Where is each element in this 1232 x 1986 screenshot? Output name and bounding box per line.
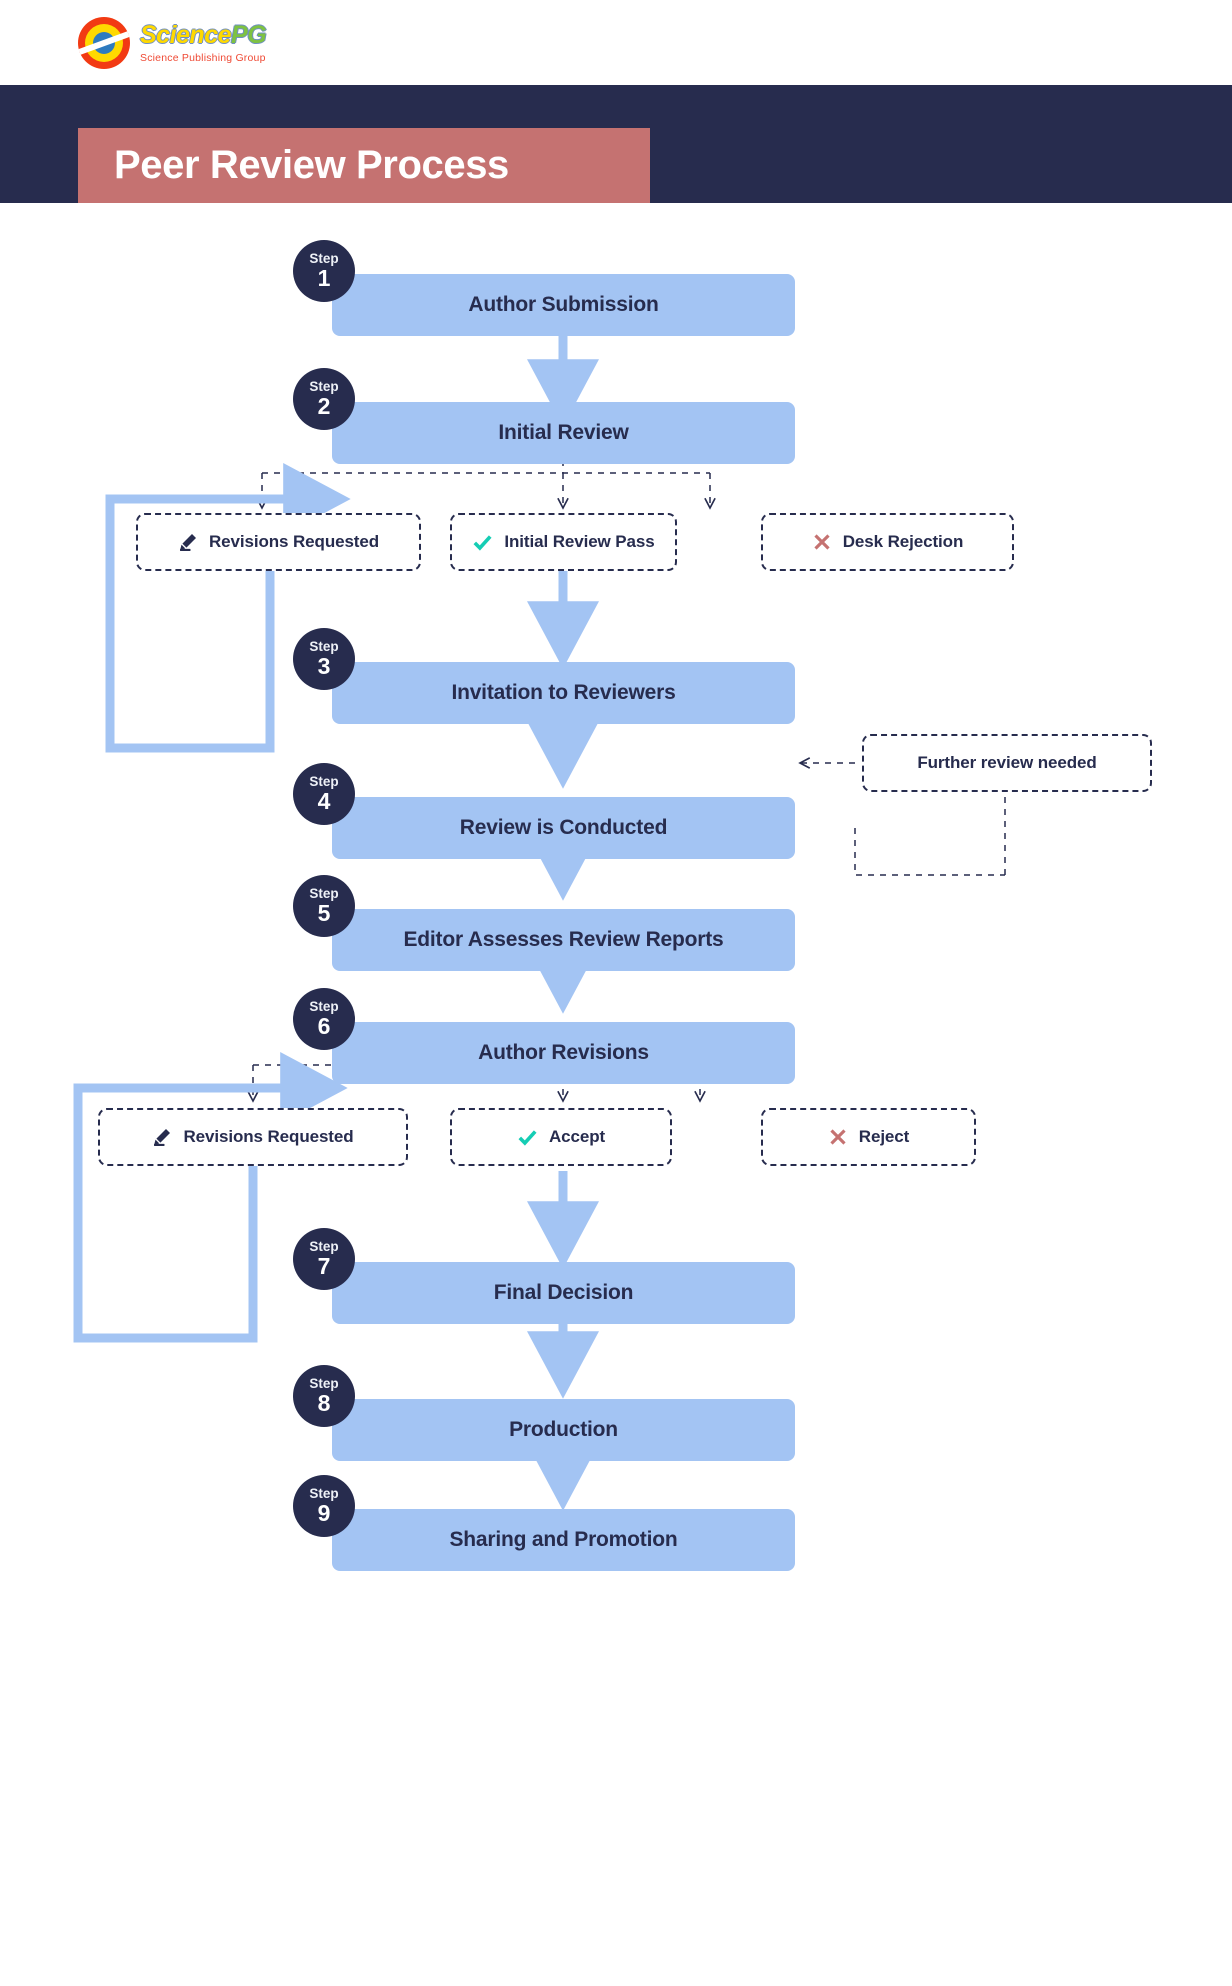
step-box-editor-assesses-review-reports[interactable]: Editor Assesses Review Reports	[332, 909, 795, 971]
cross-icon	[812, 532, 832, 552]
step-box-initial-review[interactable]: Initial Review	[332, 402, 795, 464]
step-box-review-is-conducted[interactable]: Review is Conducted	[332, 797, 795, 859]
logo-bar: SciencePG Science Publishing Group	[0, 0, 1232, 85]
cross-icon	[828, 1127, 848, 1147]
step-box-sharing-and-promotion[interactable]: Sharing and Promotion	[332, 1509, 795, 1571]
badge-number: 1	[317, 264, 331, 291]
sciencepg-target-logo-icon	[78, 17, 130, 69]
logo-subtitle: Science Publishing Group	[140, 51, 266, 64]
badge-number: 7	[317, 1252, 331, 1279]
badge-number: 3	[317, 652, 331, 679]
step-label: Author Revisions	[478, 1041, 649, 1064]
step-badge-5: Step 5	[293, 875, 355, 937]
badge-number: 2	[317, 392, 331, 419]
badge-word: Step	[309, 1486, 339, 1502]
connector-wires	[73, 336, 1006, 1511]
step-label: Final Decision	[493, 1281, 634, 1304]
badge-number: 4	[317, 787, 331, 814]
outcome-label: Accept	[548, 1127, 606, 1146]
step-badge-6: Step 6	[293, 988, 355, 1050]
outcome-label: Desk Rejection	[842, 532, 964, 551]
pencil-icon	[178, 532, 198, 552]
step-box-author-revisions[interactable]: Author Revisions	[332, 1022, 795, 1084]
note-box-further-review-needed[interactable]: Further review needed	[862, 734, 1152, 792]
step-badge-4: Step 4	[293, 763, 355, 825]
pencil-icon	[152, 1127, 172, 1147]
outcome-box-initial-review-pass[interactable]: Initial Review Pass	[450, 513, 677, 571]
badge-word: Step	[309, 886, 339, 902]
note-label: Further review needed	[917, 753, 1097, 772]
step-box-invitation-to-reviewers[interactable]: Invitation to Reviewers	[332, 662, 795, 724]
logo-title-pg: PG	[231, 20, 267, 49]
outcome-box-revisions-requested-2[interactable]: Revisions Requested	[98, 1108, 408, 1166]
badge-number: 8	[317, 1389, 331, 1416]
badge-word: Step	[309, 1239, 339, 1255]
page-title: Peer Review Process	[114, 143, 509, 187]
step-badge-1: Step 1	[293, 240, 355, 302]
brand-logo[interactable]: SciencePG Science Publishing Group	[78, 17, 267, 69]
logo-title-science: Science	[140, 20, 232, 49]
logo-slash	[78, 31, 130, 55]
step-label: Initial Review	[498, 421, 629, 444]
header-banner: Peer Review Process	[0, 85, 1232, 203]
step-label: Author Submission	[468, 293, 659, 316]
outcome-label: Reject	[858, 1127, 910, 1146]
outcome-label: Revisions Requested	[208, 532, 380, 551]
outcome-label: Revisions Requested	[183, 1127, 354, 1146]
outcome-box-revisions-requested-1[interactable]: Revisions Requested	[136, 513, 421, 571]
step-badge-7: Step 7	[293, 1228, 355, 1290]
badge-word: Step	[309, 251, 339, 267]
step-box-author-submission[interactable]: Author Submission	[332, 274, 795, 336]
step-box-final-decision[interactable]: Final Decision	[332, 1262, 795, 1324]
badge-number: 9	[317, 1499, 331, 1526]
badge-number: 5	[317, 899, 331, 926]
badge-word: Step	[309, 999, 339, 1015]
step-box-production[interactable]: Production	[332, 1399, 795, 1461]
outcome-box-desk-rejection[interactable]: Desk Rejection	[761, 513, 1014, 571]
step-badge-2: Step 2	[293, 368, 355, 430]
logo-text: SciencePG Science Publishing Group	[140, 20, 267, 64]
step-badge-3: Step 3	[293, 628, 355, 690]
page-title-plate: Peer Review Process	[78, 128, 650, 203]
step-label: Review is Conducted	[459, 816, 668, 839]
check-icon	[472, 532, 493, 553]
step-label: Production	[509, 1418, 618, 1441]
outcome-box-accept[interactable]: Accept	[450, 1108, 672, 1166]
badge-word: Step	[309, 379, 339, 395]
step-badge-9: Step 9	[293, 1475, 355, 1537]
outcome-box-reject[interactable]: Reject	[761, 1108, 976, 1166]
step-label: Editor Assesses Review Reports	[403, 928, 724, 951]
flow-canvas: Step 1 Author Submission Step 2 Initial …	[0, 203, 1232, 1986]
check-icon	[517, 1127, 538, 1148]
step-label: Invitation to Reviewers	[451, 681, 676, 704]
badge-word: Step	[309, 639, 339, 655]
step-badge-8: Step 8	[293, 1365, 355, 1427]
step-label: Sharing and Promotion	[449, 1528, 678, 1551]
logo-title: SciencePG	[140, 20, 267, 49]
outcome-label: Initial Review Pass	[504, 532, 655, 551]
badge-word: Step	[309, 1376, 339, 1392]
badge-number: 6	[317, 1012, 331, 1039]
badge-word: Step	[309, 774, 339, 790]
